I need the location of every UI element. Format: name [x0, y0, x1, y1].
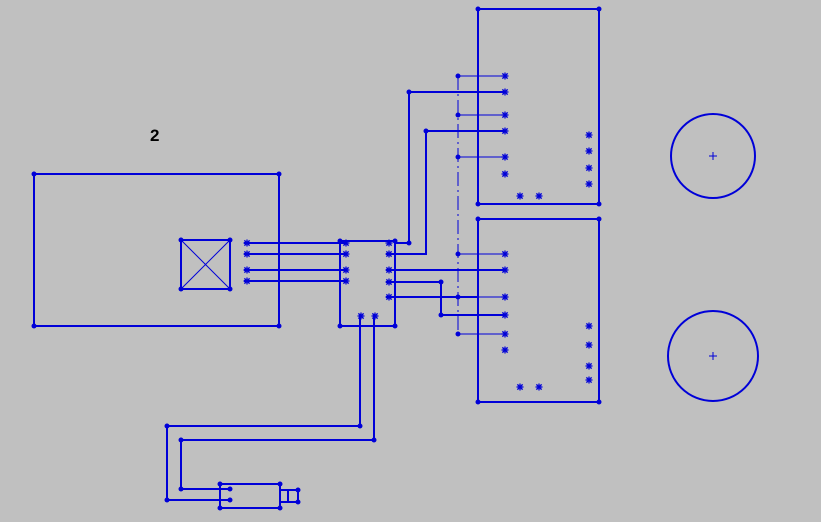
pin-marker [243, 250, 251, 258]
junction-box[interactable] [339, 240, 396, 327]
pin-marker [342, 277, 350, 285]
pin-marker [585, 180, 593, 188]
pin-marker [385, 250, 393, 258]
pin-marker [385, 266, 393, 274]
pin-marker [243, 239, 251, 247]
pin-marker [501, 266, 509, 274]
pin-marker [535, 192, 543, 200]
pin-marker [371, 312, 379, 320]
pin-marker [501, 293, 509, 301]
pin-marker [501, 250, 509, 258]
pin-marker [585, 341, 593, 349]
lower-circle[interactable] [667, 310, 759, 402]
pin-marker [501, 88, 509, 96]
connection-dots [31, 6, 602, 511]
pin-marker [342, 266, 350, 274]
pin-marker [501, 311, 509, 319]
pin-markers [243, 72, 593, 391]
pin-marker [342, 239, 350, 247]
pin-marker [501, 127, 509, 135]
lower-right-component[interactable] [477, 218, 600, 403]
pin-marker [243, 277, 251, 285]
pin-marker [501, 72, 509, 80]
bottom-component[interactable] [219, 483, 299, 509]
pin-marker [357, 312, 365, 320]
pin-marker [516, 192, 524, 200]
pin-marker [385, 278, 393, 286]
component-label: 2 [150, 126, 160, 145]
pin-marker [501, 330, 509, 338]
pin-marker [585, 362, 593, 370]
pin-marker [516, 383, 524, 391]
pin-marker [585, 322, 593, 330]
pin-marker [585, 164, 593, 172]
pin-marker [342, 250, 350, 258]
pin-marker [585, 131, 593, 139]
upper-circle[interactable] [670, 113, 756, 199]
pin-marker [585, 147, 593, 155]
pin-marker [501, 153, 509, 161]
pin-marker [385, 239, 393, 247]
pin-marker [385, 293, 393, 301]
pin-marker [501, 346, 509, 354]
upper-right-component[interactable] [477, 8, 600, 205]
pin-marker [501, 111, 509, 119]
pin-marker [501, 170, 509, 178]
pin-marker [243, 266, 251, 274]
pin-marker [585, 376, 593, 384]
pin-marker [535, 383, 543, 391]
left-component[interactable] [33, 173, 280, 327]
